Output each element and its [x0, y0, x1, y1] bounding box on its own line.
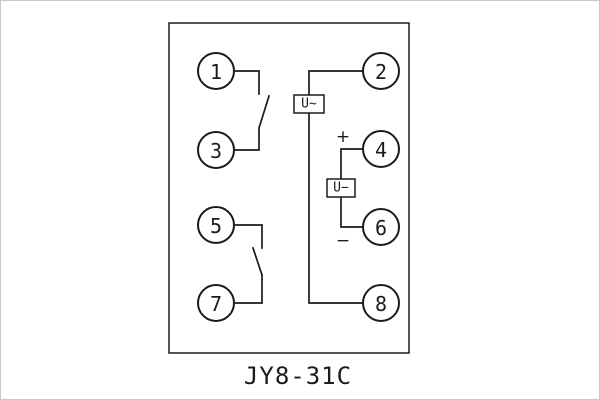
device-outline — [168, 22, 410, 354]
wire-terminal-2 — [308, 70, 364, 96]
dc-voltage-block-label: U− — [333, 181, 349, 196]
contact-blade-5-7 — [251, 246, 264, 277]
terminal-3 — [197, 131, 235, 169]
terminal-8-label: 8 — [375, 292, 387, 316]
terminal-6 — [362, 208, 400, 246]
wire-terminal-8 — [308, 112, 364, 304]
wire-terminal-3 — [233, 127, 260, 151]
contact-blade-1-3 — [257, 94, 271, 130]
polarity-minus-sign: − — [336, 231, 350, 251]
terminal-6-label: 6 — [375, 216, 387, 240]
model-label: JY8-31C — [244, 362, 352, 390]
terminal-1 — [197, 52, 235, 90]
terminal-5-label: 5 — [210, 214, 222, 238]
wire-terminal-1 — [233, 70, 260, 95]
terminal-8 — [362, 284, 400, 322]
terminal-7-label: 7 — [210, 292, 222, 316]
terminal-3-label: 3 — [210, 139, 222, 163]
wire-terminal-6 — [340, 196, 364, 228]
terminal-7 — [197, 284, 235, 322]
terminal-4-label: 4 — [375, 138, 387, 162]
terminal-2-label: 2 — [375, 60, 387, 84]
terminal-2 — [362, 52, 400, 90]
polarity-plus-sign: + — [336, 127, 350, 147]
terminal-4 — [362, 130, 400, 168]
wire-terminal-7 — [233, 274, 263, 304]
ac-voltage-block-label: U~ — [301, 97, 317, 112]
terminal-5 — [197, 206, 235, 244]
dc-voltage-block — [326, 178, 356, 198]
wire-terminal-4 — [340, 148, 364, 180]
wire-terminal-5 — [233, 224, 263, 249]
terminal-1-label: 1 — [210, 60, 222, 84]
ac-voltage-block — [293, 94, 325, 114]
